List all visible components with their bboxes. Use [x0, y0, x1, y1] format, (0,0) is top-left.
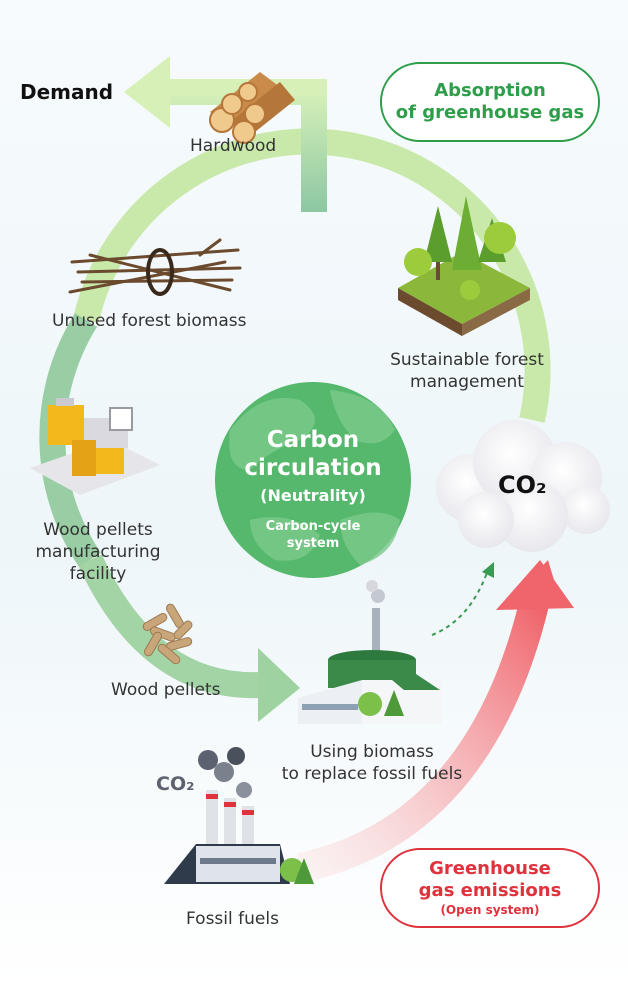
- pellet-facility-line3: facility: [69, 564, 127, 584]
- sustainable-forest-line2: management: [410, 372, 524, 392]
- wood-pellets-label: Wood pellets: [111, 680, 221, 700]
- sustainable-forest-line1: Sustainable forest: [390, 350, 544, 370]
- demand-arrow: [124, 56, 327, 212]
- absorption-line1: Absorption: [434, 80, 546, 101]
- pellet-facility-line2: manufacturing: [35, 542, 161, 562]
- pellets-icon: [142, 603, 193, 665]
- absorption-badge: Absorption of greenhouse gas: [380, 62, 600, 142]
- fossil-fuels-label: Fossil fuels: [186, 909, 279, 929]
- globe-caption-line1: Carbon-cycle: [265, 519, 361, 534]
- hardwood-logs-icon: [209, 72, 295, 144]
- demand-label: Demand: [20, 80, 114, 104]
- sustainable-forest-label: Sustainable forest management: [383, 349, 551, 393]
- pellet-facility-label: Wood pellets manufacturing facility: [28, 519, 168, 585]
- unused-biomass-label: Unused forest biomass: [52, 311, 247, 331]
- emissions-line2: gas emissions: [418, 880, 562, 901]
- biomass-label: Using biomass to replace fossil fuels: [272, 741, 472, 785]
- twig-bundle-icon: [68, 238, 242, 296]
- globe-title: Carbon circulation: [218, 426, 408, 482]
- globe-title-line2: circulation: [244, 455, 382, 481]
- co2-cloud-icon: [436, 420, 610, 552]
- emissions-sub: (Open system): [440, 903, 540, 917]
- emissions-badge: Greenhouse gas emissions (Open system): [380, 848, 600, 928]
- forest-icon: [398, 196, 530, 336]
- biomass-line2: to replace fossil fuels: [281, 764, 463, 784]
- biomass-plant-icon: [298, 580, 442, 724]
- fossil-factory-icon: [164, 747, 314, 884]
- absorption-line2: of greenhouse gas: [395, 102, 585, 123]
- globe-subtitle: (Neutrality): [260, 486, 366, 505]
- globe: [215, 382, 411, 578]
- co2-factory-label: CO₂: [156, 773, 195, 795]
- co2-cloud-label: CO₂: [498, 471, 547, 499]
- pellet-facility-line1: Wood pellets: [43, 520, 153, 540]
- globe-caption-line2: system: [286, 536, 340, 551]
- globe-title-line1: Carbon: [266, 427, 360, 453]
- hardwood-label: Hardwood: [190, 136, 277, 156]
- emission-arrow: [296, 560, 574, 883]
- pellet-machine-icon: [30, 398, 160, 495]
- biomass-line1: Using biomass: [310, 742, 434, 762]
- dotted-absorb-arrow: [431, 562, 494, 636]
- emissions-line1: Greenhouse: [429, 858, 551, 879]
- ring-arrowhead: [258, 648, 300, 722]
- globe-caption: Carbon-cycle system: [218, 518, 408, 552]
